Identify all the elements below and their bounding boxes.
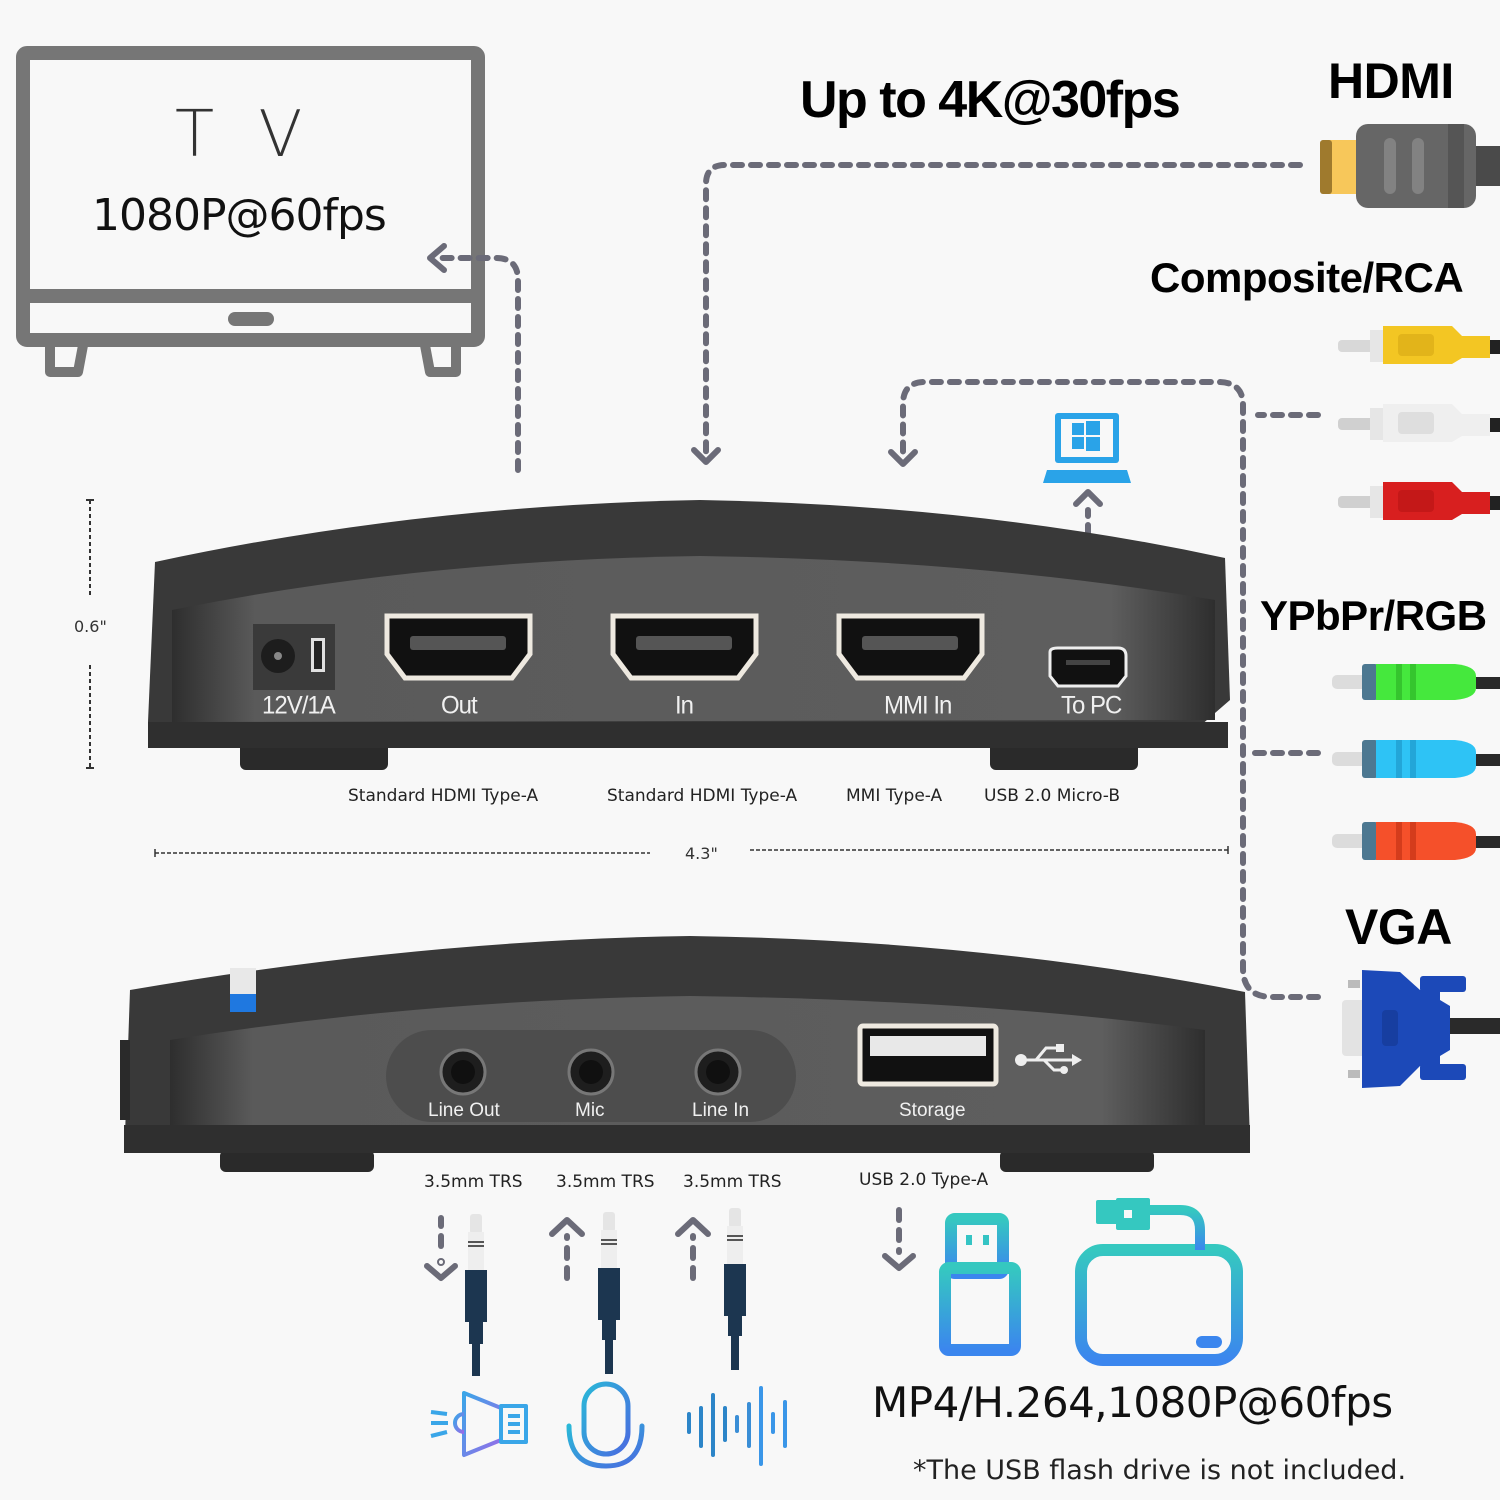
headline: Up to 4K@30fps: [800, 71, 1181, 129]
port-label-to-pc: To PC: [1061, 691, 1122, 720]
device-back: [120, 936, 1250, 1172]
rca-plugs: [1338, 326, 1500, 520]
arrow-down-icon: [424, 1215, 458, 1281]
arrow-down-icon: [882, 1207, 916, 1271]
port-label-mmi-in: MMI In: [884, 691, 952, 720]
component-blue-icon: [1332, 740, 1500, 778]
line-in-jack: [694, 1048, 742, 1096]
usb-a-port: [857, 1023, 999, 1087]
port-label-power: 12V/1A: [262, 691, 336, 720]
hdmi-label: HDMI: [1328, 53, 1454, 109]
port-label-line-out: Line Out: [428, 1100, 500, 1121]
tv-icon: [16, 46, 485, 377]
microphone-icon: [566, 1381, 645, 1489]
mic-jack: [567, 1048, 615, 1096]
vga-plug-icon: [1342, 970, 1500, 1088]
audio-cables: [465, 1208, 746, 1376]
line-out-jack: [439, 1048, 487, 1096]
composite-label: Composite/RCA: [1150, 254, 1464, 301]
spec-hdmi-out: Standard HDMI Type-A: [348, 786, 539, 806]
usb-drive-icon: [939, 1213, 1021, 1356]
port-label-line-in: Line In: [692, 1100, 750, 1121]
port-label-hdmi-in: In: [675, 691, 694, 720]
ypbpr-label: YPbPr/RGB: [1260, 592, 1487, 639]
arrow-down-icon: [888, 449, 918, 467]
hdmi-in-port: [610, 613, 759, 681]
usb-symbol-icon: [1015, 1044, 1082, 1074]
mmi-in-port: [836, 613, 985, 681]
rca-red-icon: [1338, 482, 1500, 520]
spec-mic: 3.5mm TRS: [556, 1172, 655, 1192]
sound-wave-icon: [687, 1386, 787, 1466]
component-red-icon: [1332, 822, 1500, 860]
width-dimension: [154, 846, 1229, 857]
spec-hdmi-in: Standard HDMI Type-A: [607, 786, 798, 806]
component-green-icon: [1332, 664, 1500, 700]
usb-drive-note: *The USB flash drive is not included.: [913, 1455, 1407, 1486]
vga-label: VGA: [1345, 899, 1452, 955]
spec-line-out: 3.5mm TRS: [424, 1172, 523, 1192]
recording-format: MP4/H.264,1080P@60fps: [872, 1378, 1393, 1427]
spec-storage: USB 2.0 Type-A: [859, 1170, 989, 1190]
port-label-storage: Storage: [899, 1100, 966, 1121]
micro-usb-port: [1048, 646, 1128, 688]
tv-title: T V: [175, 98, 315, 172]
rca-white-icon: [1338, 404, 1500, 442]
device-front: [148, 500, 1230, 770]
usb-plug-small-icon: [1096, 1200, 1122, 1224]
arrow-up-icon: [549, 1217, 585, 1281]
tv-resolution: 1080P@60fps: [92, 190, 387, 241]
spec-line-in: 3.5mm TRS: [683, 1172, 782, 1192]
hdmi-out-port: [384, 613, 533, 681]
spec-to-pc: USB 2.0 Micro-B: [984, 786, 1120, 806]
rca-yellow-icon: [1338, 326, 1500, 364]
arrow-up-icon: [675, 1217, 711, 1281]
height-dimension: [86, 499, 94, 769]
arrow-down-icon: [691, 447, 721, 465]
port-label-mic: Mic: [575, 1100, 605, 1121]
hdmi-plug-icon: [1320, 124, 1500, 208]
height-dimension-label: 0.6": [74, 617, 107, 636]
arrow-left-icon: [427, 243, 447, 273]
spec-mmi-in: MMI Type-A: [846, 786, 943, 806]
port-label-hdmi-out: Out: [441, 691, 478, 720]
external-drive-icon: [1075, 1205, 1243, 1366]
windows-laptop-icon: [1043, 413, 1131, 483]
width-dimension-label: 4.3": [685, 844, 718, 863]
arrow-up-icon: [1073, 489, 1103, 507]
speaker-icon: [430, 1391, 528, 1457]
component-plugs: [1332, 664, 1500, 860]
